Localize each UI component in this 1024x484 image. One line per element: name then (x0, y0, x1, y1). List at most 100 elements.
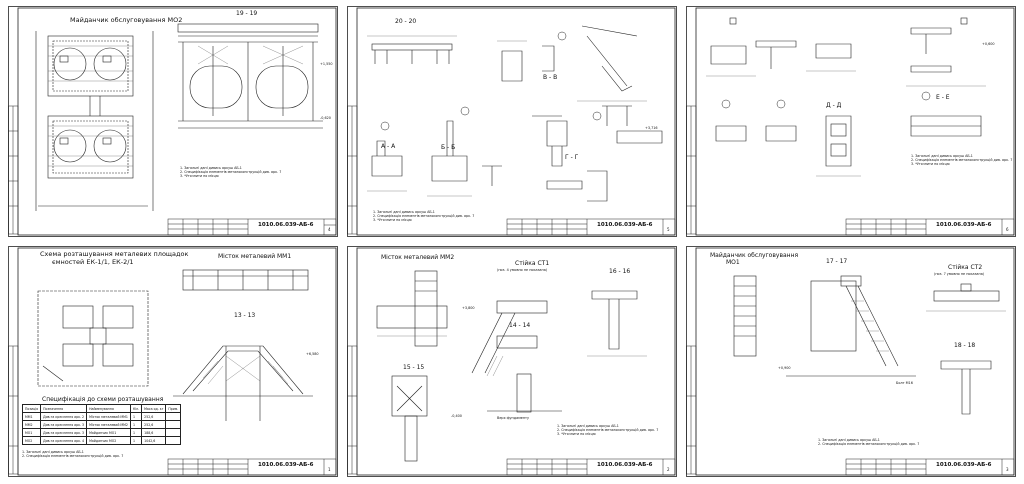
table-cell: 1 (129, 436, 143, 445)
level-mark: +3,800 (462, 306, 475, 310)
sheet-2-graphics (347, 6, 677, 237)
table-cell (165, 412, 182, 421)
spec-table: Позиція Позначення Найменування Кіл. Мас… (21, 404, 182, 445)
sheet-5-section-14: 14 - 14 (509, 322, 531, 329)
sheet-6-title: Майданчик обслуговування (710, 252, 799, 259)
table-cell: Див.та креслення арк. 2 (40, 412, 88, 421)
sheet-1-notes: 1. Загальні дані дивись аркуш АБ-1 2. Сп… (180, 166, 281, 179)
foundation-label: Верх фундаменту (497, 416, 530, 420)
sheet-5-section-15: 15 - 15 (403, 364, 425, 371)
sheet-4-subtitle: ємностей ЕК-1/1, ЕК-2/1 (52, 258, 134, 266)
sheet-2-number: 5 (667, 227, 670, 232)
sheet-3-notes: 1. Загальні дані дивись аркуш АБ-1 2. Сп… (911, 154, 1012, 167)
note-line: 2. Специфікація елементів металоконструк… (22, 454, 124, 459)
table-cell: ММ2 (21, 420, 42, 429)
sheet-4-bridge-title: Місток металевий ММ1 (218, 253, 292, 260)
table-cell (165, 436, 182, 445)
drawing-sheet-3: Д - Д Е - Е 1. Загальні дані дивись арку… (686, 6, 1016, 237)
note-line: 2. Специфікація елементів металоконструк… (911, 158, 1013, 163)
level-mark: -0,620 (320, 116, 331, 120)
table-cell: Див.та креслення арк. 4 (40, 436, 88, 445)
column-header: Позначення (40, 404, 88, 413)
note-line: 1. Загальні дані дивись аркуш АБ-1 (373, 210, 435, 214)
note-line: 1. Загальні дані дивись аркуш АБ-1 (22, 450, 84, 454)
sheet-5-number: 2 (667, 467, 670, 472)
note-line: 1. Загальні дані дивись аркуш АБ-1 (818, 438, 880, 442)
table-cell: Майданчик МО2 (86, 436, 131, 445)
sheet-3-number: 6 (1006, 227, 1009, 232)
column-header: Найменування (86, 404, 131, 413)
sheet-6-section-17: 17 - 17 (826, 258, 848, 265)
sheet-1-section-title: 19 - 19 (236, 10, 258, 17)
note-line: 2. Специфікація елементів металоконструк… (373, 214, 475, 219)
table-row: ММ1 Див.та креслення арк. 2 Місток метал… (21, 412, 182, 421)
level-mark: +0,600 (982, 42, 995, 46)
level-mark: +1,550 (320, 62, 333, 66)
drawing-sheet-4: Схема розташування металевих площадок єм… (8, 246, 338, 477)
sheet-5-code: 1010.06.039-АБ-6 (597, 462, 653, 468)
sheet-2-title-v: В - В (543, 74, 558, 81)
sheet-2-title-a: А - А (381, 143, 396, 150)
sheet-6-post-note: (поз. 7 умовно не показана) (934, 272, 985, 276)
note-line: 2. Специфікація елементів металоконструк… (557, 428, 659, 433)
sheet-6-subtitle: МО1 (726, 259, 740, 266)
drawing-sheet-6: Майданчик обслуговування МО1 17 - 17 Сті… (686, 246, 1016, 477)
table-cell: 1 (129, 428, 143, 437)
table-cell: Майданчик МО1 (86, 428, 131, 437)
sheet-2-title-b: Б - Б (441, 144, 456, 151)
sheet-4-section-title: 13 - 13 (234, 312, 256, 319)
table-cell: 1042,6 (141, 436, 167, 445)
column-header: Кіл. (129, 404, 143, 413)
note-line: 2. Специфікація елементів металоконструк… (180, 170, 282, 175)
sheet-5-title: Місток металевий ММ2 (381, 254, 455, 261)
note-line: 3. *Уточнити по місцю (373, 218, 412, 223)
note-line: 1. Загальні дані дивись аркуш АБ-1 (180, 166, 242, 170)
sheet-3-title-d: Д - Д (826, 102, 842, 109)
table-cell: 252,6 (141, 412, 167, 421)
sheet-4-code: 1010.06.039-АБ-6 (258, 462, 314, 468)
sheet-5-post-title: Стійка СТ1 (515, 260, 550, 267)
sheet-4-number: 1 (328, 467, 331, 472)
table-cell (165, 428, 182, 437)
sheet-6-number: 3 (1006, 467, 1009, 472)
table-cell: ММ1 (21, 412, 42, 421)
bolt-label: Болт М16 (896, 381, 913, 385)
sheet-4-spec-title: Специфікація до схеми розташування (42, 396, 164, 403)
note-line: 1. Загальні дані дивись аркуш АБ-1 (557, 424, 619, 428)
sheet-2-code: 1010.06.039-АБ-6 (597, 222, 653, 228)
sheet-2-title-20: 20 - 20 (395, 18, 417, 25)
table-cell (165, 420, 182, 429)
sheet-2-notes: 1. Загальні дані дивись аркуш АБ-1 2. Сп… (373, 210, 474, 223)
drawing-sheet-5: Місток металевий ММ2 Стійка СТ1 (поз. 4 … (347, 246, 677, 477)
table-cell: 1 (129, 420, 143, 429)
table-cell: Місток металевий ММ1 (86, 412, 131, 421)
note-line: 3. *Уточнити по місцю (911, 162, 950, 167)
table-row: МО1 Див.та креслення арк. 3 Майданчик МО… (21, 428, 182, 437)
sheet-5-post-note: (поз. 4 умовно не показана) (497, 268, 548, 272)
sheet-1-number: 4 (328, 227, 331, 232)
sheet-1-code: 1010.06.039-АБ-6 (258, 222, 314, 228)
sheet-6-graphics (686, 246, 1016, 477)
table-cell: МО2 (21, 436, 42, 445)
table-row: ММ2 Див.та креслення арк. 3 Місток метал… (21, 420, 182, 429)
table-row: МО2 Див.та креслення арк. 4 Майданчик МО… (21, 436, 182, 445)
table-cell: МО1 (21, 428, 42, 437)
level-mark: +3,716 (645, 126, 658, 130)
table-header-row: Позиція Позначення Найменування Кіл. Мас… (21, 404, 182, 413)
sheet-6-post-title: Стійка СТ2 (948, 264, 983, 271)
sheet-5-section-16: 16 - 16 (609, 268, 631, 275)
table-cell: Див.та креслення арк. 3 (40, 420, 88, 429)
note-line: 1. Загальні дані дивись аркуш АБ-1 (911, 154, 973, 158)
sheet-3-title-e: Е - Е (936, 94, 950, 101)
note-line: 3. *Уточнити по місцю (180, 174, 219, 179)
drawing-sheet-2: 20 - 20 А - А Б - Б В - В Г - Г 1. Загал… (347, 6, 677, 237)
sheet-5-notes: 1. Загальні дані дивись аркуш АБ-1 2. Сп… (557, 424, 658, 437)
note-line: 3. *Уточнити по місцю (557, 432, 596, 437)
sheet-4-title: Схема розташування металевих площадок (40, 250, 189, 258)
table-cell: 188,6 (141, 428, 167, 437)
table-cell: Див.та креслення арк. 3 (40, 428, 88, 437)
sheet-6-notes: 1. Загальні дані дивись аркуш АБ-1 2. Сп… (818, 438, 919, 446)
level-mark: +0,900 (778, 366, 791, 370)
sheet-4-notes: 1. Загальні дані дивись аркуш АБ-1 2. Сп… (22, 450, 123, 458)
drawing-sheet-1: Майданчик обслуговування МО2 19 - 19 1. … (8, 6, 338, 237)
